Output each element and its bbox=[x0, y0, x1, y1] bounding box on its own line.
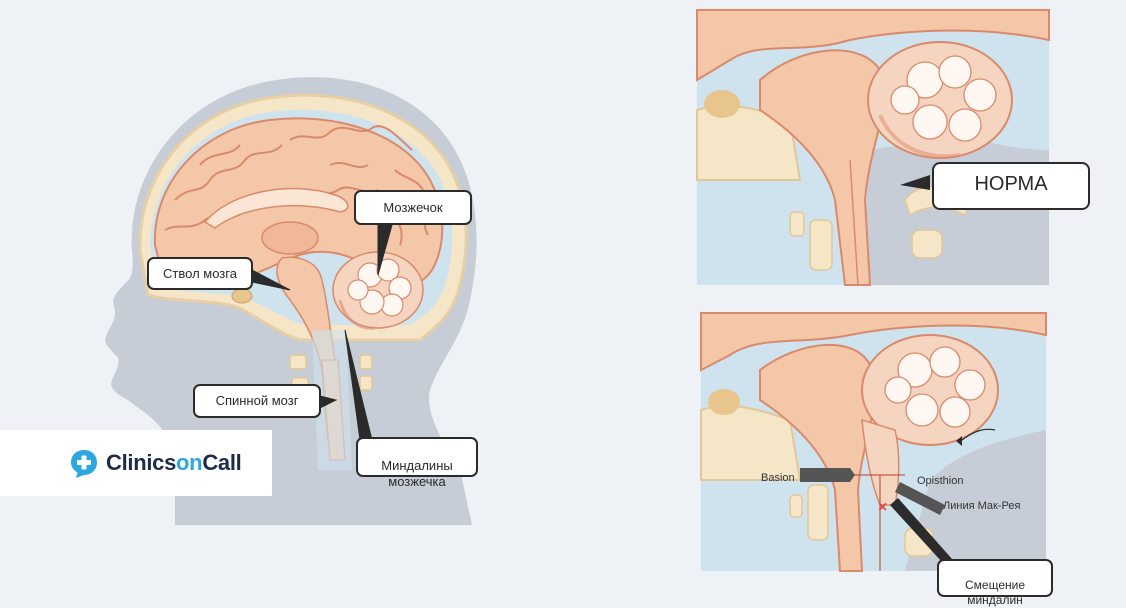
medical-cross-chat-icon bbox=[70, 449, 98, 478]
brand-name[interactable]: ClinicsonCall bbox=[106, 450, 242, 476]
label-mcrae-line: Линия Мак-Рея bbox=[943, 500, 1021, 512]
callout-brainstem: Ствол мозга bbox=[147, 257, 253, 290]
label-basion: Basion bbox=[761, 472, 795, 484]
callout-cerebellum: Мозжечок bbox=[354, 190, 472, 225]
brand-part-clinics: Clinics bbox=[106, 450, 177, 475]
callout-spinal-cord: Спинной мозг bbox=[193, 384, 321, 418]
label-opisthion: Opisthion bbox=[917, 475, 964, 487]
pathology-panel: × bbox=[700, 312, 1047, 573]
arbor-vitae bbox=[347, 258, 412, 317]
callout-norma: НОРМА bbox=[932, 162, 1090, 210]
callout-tonsils: Миндалины мозжечка bbox=[356, 437, 478, 489]
thalamus bbox=[261, 221, 319, 255]
callout-displacement: Смещение миндалин bbox=[937, 559, 1053, 607]
label-norma: НОРМА bbox=[974, 173, 1048, 195]
leader-lines-main bbox=[251, 224, 393, 441]
brand-banner: ClinicsonCall bbox=[0, 430, 272, 496]
label-cerebellum: Мозжечок bbox=[383, 200, 443, 215]
brand-part-call: Call bbox=[202, 450, 242, 475]
label-displacement: Смещение миндалин bbox=[964, 578, 1025, 607]
label-tonsils: Миндалины мозжечка bbox=[381, 458, 453, 489]
svg-text:×: × bbox=[878, 499, 887, 516]
corpus-callosum bbox=[203, 187, 349, 229]
label-spinal-cord: Спинной мозг bbox=[215, 393, 299, 408]
brand-part-on: on bbox=[176, 450, 203, 475]
label-brainstem: Ствол мозга bbox=[163, 266, 237, 281]
normal-panel bbox=[696, 9, 1050, 286]
